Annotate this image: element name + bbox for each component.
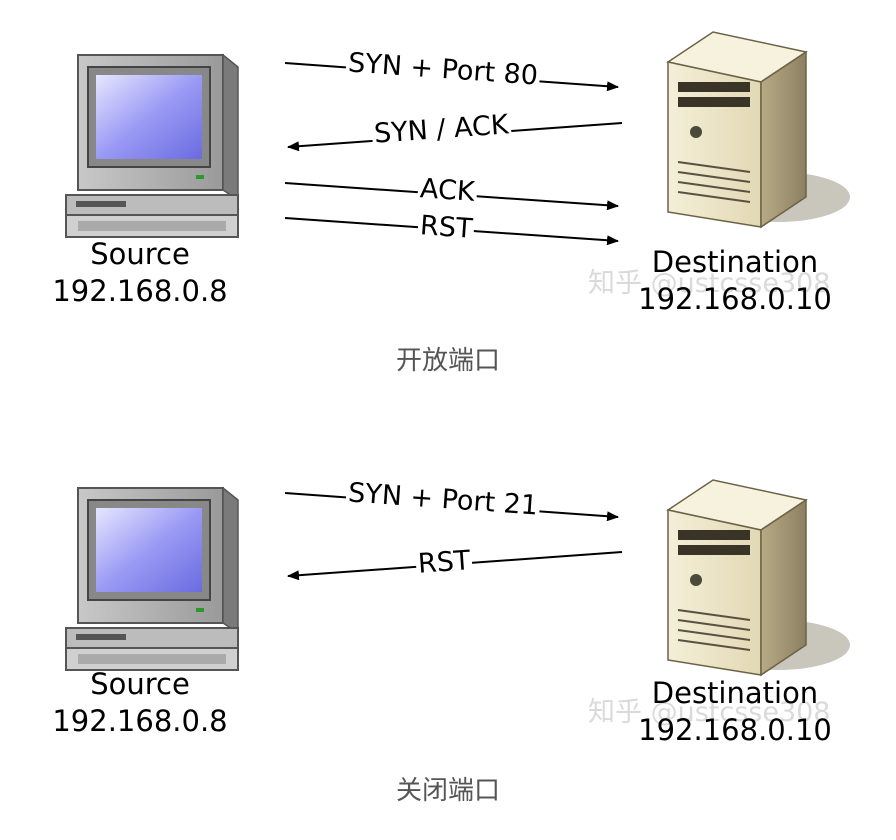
open-port-diagram: SYN + Port 80 SYN / ACK ACK RST Source 1… bbox=[0, 0, 896, 400]
message-label: ACK bbox=[417, 173, 478, 209]
closed-port-diagram: SYN + Port 21 RST Source 192.168.0.8 知乎 … bbox=[0, 430, 896, 840]
destination-host-label: Destination 192.168.0.10 bbox=[630, 675, 840, 749]
destination-server-icon bbox=[667, 479, 851, 676]
destination-name: Destination bbox=[651, 245, 819, 279]
destination-host-label: Destination 192.168.0.10 bbox=[630, 244, 840, 318]
source-name: Source bbox=[90, 667, 190, 701]
destination-ip: 192.168.0.10 bbox=[638, 282, 832, 316]
destination-name: Destination bbox=[651, 676, 819, 710]
source-host-label: Source 192.168.0.8 bbox=[40, 666, 240, 740]
destination-ip: 192.168.0.10 bbox=[638, 713, 832, 747]
destination-server-icon bbox=[667, 31, 851, 228]
source-ip: 192.168.0.8 bbox=[52, 274, 228, 308]
source-computer-icon bbox=[65, 54, 239, 238]
message-label: RST bbox=[415, 545, 474, 580]
watermark: 知乎 @ustcsse308 bbox=[588, 268, 831, 299]
watermark: 知乎 @ustcsse308 bbox=[588, 697, 831, 728]
source-computer-icon bbox=[65, 487, 239, 671]
message-label: RST bbox=[417, 210, 476, 245]
closed-port-caption: 关闭端口 bbox=[395, 776, 500, 806]
source-ip: 192.168.0.8 bbox=[52, 704, 228, 738]
source-host-label: Source 192.168.0.8 bbox=[40, 236, 240, 310]
open-port-caption: 开放端口 bbox=[395, 346, 500, 376]
source-name: Source bbox=[90, 237, 190, 271]
